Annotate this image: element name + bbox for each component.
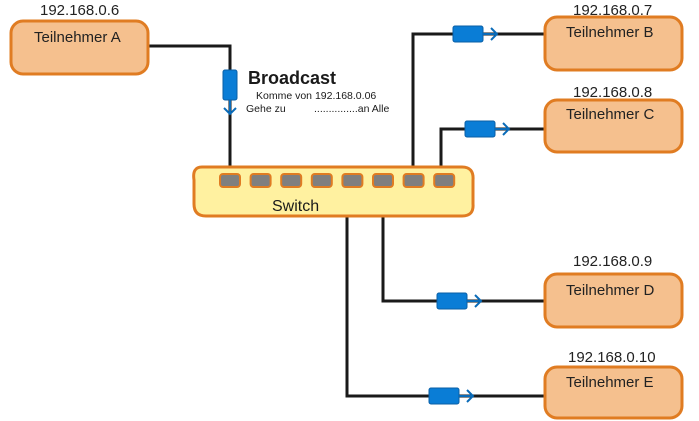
packet-icon	[452, 25, 484, 43]
broadcast-to-value: ...............an Alle	[314, 103, 389, 115]
arrow-right-icon	[459, 389, 475, 403]
cable-e	[345, 186, 545, 398]
packet-a-down	[222, 69, 238, 116]
arrow-right-icon	[495, 122, 511, 136]
switch-port-7	[402, 173, 425, 188]
arrow-right-icon	[467, 294, 483, 308]
node-d-ip: 192.168.0.9	[573, 253, 652, 270]
packet-to-d	[436, 292, 483, 310]
cable-a	[148, 44, 232, 176]
arrow-down-icon	[223, 100, 237, 116]
packet-to-b	[452, 25, 499, 43]
node-d: 192.168.0.9 Teilnehmer D	[543, 253, 684, 329]
node-e: 192.168.0.10 Teilnehmer E	[543, 349, 684, 420]
cable-b	[411, 32, 545, 176]
node-c-ip: 192.168.0.8	[573, 84, 652, 101]
switch-port-8	[433, 173, 456, 188]
node-b-label: Teilnehmer B	[566, 24, 654, 41]
node-c-box	[543, 98, 684, 154]
switch-port-2	[249, 173, 272, 188]
node-a-box	[9, 19, 150, 76]
node-a-label: Teilnehmer A	[34, 29, 121, 46]
node-a: 192.168.0.6 Teilnehmer A	[9, 2, 150, 76]
switch-port-3	[280, 173, 303, 188]
broadcast-to-label: Gehe zu	[246, 103, 286, 115]
packet-icon	[428, 387, 460, 405]
switch-label: Switch	[272, 198, 319, 215]
node-e-box	[543, 365, 684, 420]
arrow-right-icon	[483, 27, 499, 41]
node-e-ip: 192.168.0.10	[568, 349, 656, 366]
node-a-ip: 192.168.0.6	[40, 2, 119, 19]
broadcast-from: Komme von 192.168.0.06	[256, 90, 376, 102]
node-d-label: Teilnehmer D	[566, 282, 655, 299]
node-c-label: Teilnehmer C	[566, 106, 655, 123]
node-c: 192.168.0.8 Teilnehmer C	[543, 84, 684, 154]
broadcast-caption: Broadcast Komme von 192.168.0.06 Gehe zu…	[246, 68, 389, 115]
switch-port-6	[372, 173, 394, 188]
switch-port-4	[310, 173, 333, 188]
switch-port-1	[219, 173, 241, 188]
node-e-label: Teilnehmer E	[566, 374, 654, 391]
packet-icon	[436, 292, 468, 310]
node-b: 192.168.0.7 Teilnehmer B	[543, 2, 684, 72]
packet-to-e	[428, 387, 475, 405]
node-b-ip: 192.168.0.7	[573, 2, 652, 19]
packet-icon	[464, 120, 496, 138]
packet-icon	[222, 69, 238, 101]
node-b-box	[543, 15, 684, 72]
packet-to-c	[464, 120, 511, 138]
switch: Switch	[192, 165, 475, 218]
broadcast-title: Broadcast	[248, 68, 336, 88]
cable-d	[381, 186, 545, 303]
node-d-box	[543, 272, 684, 329]
switch-port-5	[341, 173, 364, 188]
